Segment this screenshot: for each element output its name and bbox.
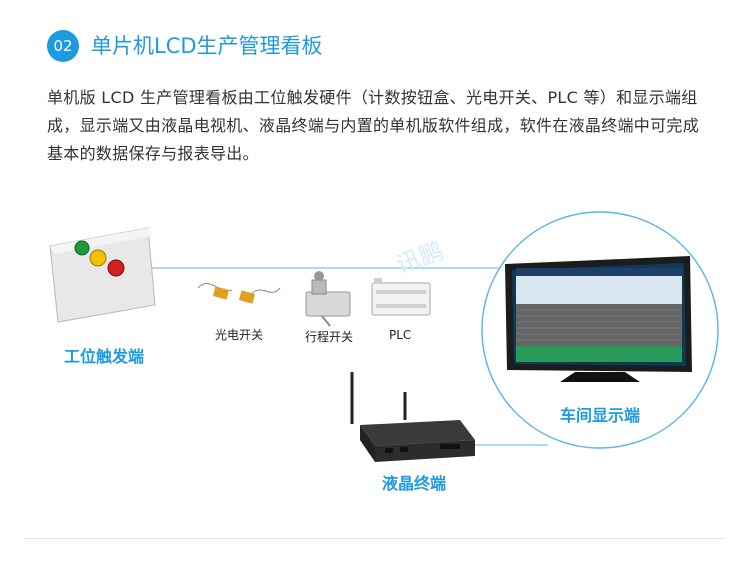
travel-switch-icon <box>305 271 351 327</box>
photoelectric-sensor-icon <box>197 283 281 304</box>
display-label: 车间显示端 <box>560 406 641 425</box>
lcd-terminal-icon <box>350 372 475 462</box>
monitor-icon <box>505 256 692 382</box>
plc-icon <box>371 278 431 316</box>
trigger-label: 工位触发端 <box>64 347 145 366</box>
photoelectric-label: 光电开关 <box>215 328 264 342</box>
button-box-icon <box>49 227 156 323</box>
terminal-label: 液晶终端 <box>382 474 447 493</box>
section-title: 单片机LCD生产管理看板 <box>91 34 323 58</box>
description-text: 单机版 LCD 生产管理看板由工位触发硬件（计数按钮盒、光电开关、PLC 等）和… <box>47 88 700 163</box>
travel-switch-label: 行程开关 <box>305 330 354 344</box>
divider-line <box>24 538 726 539</box>
section-number-badge: 02 <box>47 30 79 62</box>
plc-label: PLC <box>389 328 412 342</box>
